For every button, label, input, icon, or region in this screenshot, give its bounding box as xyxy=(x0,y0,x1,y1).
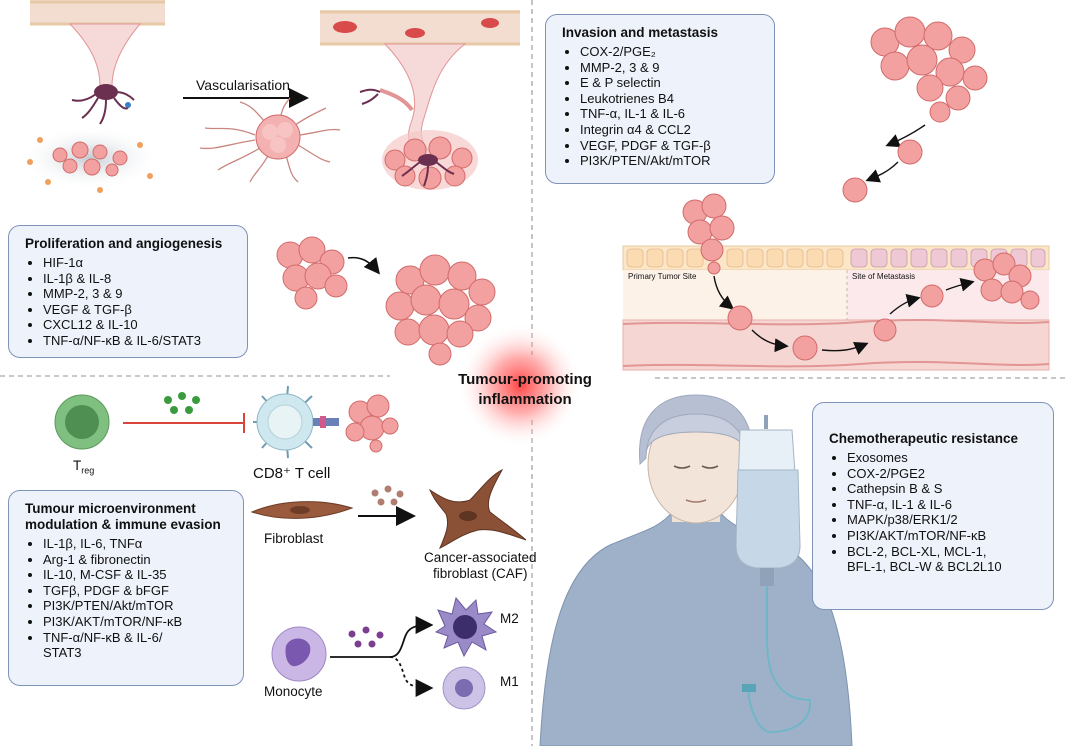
list-item: CXCL12 & IL-10 xyxy=(43,317,233,333)
list-item: PI3K/AKT/mTOR/NF-κB xyxy=(847,528,1039,544)
vessel-right xyxy=(320,10,520,190)
list-item: TNF-α, IL-1 & IL-6 xyxy=(847,497,1039,513)
list-item: VEGF, PDGF & TGF-β xyxy=(580,138,760,154)
list-item: PI3K/PTEN/Akt/mTOR xyxy=(580,153,760,169)
primary-tumour-cells xyxy=(682,193,735,275)
list-item: TNF-α/NF-κB & IL-6/STAT3 xyxy=(43,333,233,349)
proliferation-angiogenesis-list: HIF-1α IL-1β & IL-8 MMP-2, 3 & 9 VEGF & … xyxy=(25,255,233,349)
fibroblast xyxy=(250,501,354,519)
list-item: IL-1β & IL-8 xyxy=(43,271,233,287)
proliferation-angiogenesis-box: Proliferation and angiogenesis HIF-1α IL… xyxy=(8,225,248,358)
treg-label-sub: reg xyxy=(81,465,95,476)
list-item: IL-10, M-CSF & IL-35 xyxy=(43,567,229,583)
list-item: TGFβ, PDGF & bFGF xyxy=(43,583,229,599)
vessel-left xyxy=(30,0,165,125)
vascularisation-label: Vascularisation xyxy=(196,77,290,93)
list-item: Leukotrienes B4 xyxy=(580,91,760,107)
list-item: Arg-1 & fibronectin xyxy=(43,552,229,568)
small-tumour-cluster xyxy=(276,236,348,310)
treg-label: Treg xyxy=(73,458,94,476)
monocyte xyxy=(271,626,327,682)
central-title-line2: inflammation xyxy=(478,391,572,408)
list-item: Exosomes xyxy=(847,450,1039,466)
m2-macrophage xyxy=(434,596,498,658)
list-item: BFL-1, BCL-W & BCL2L10 xyxy=(847,559,1002,575)
primary-tumor-site-label: Primary Tumor Site xyxy=(628,272,697,281)
proliferation-angiogenesis-title: Proliferation and angiogenesis xyxy=(25,236,223,251)
list-item: TNF-α/NF-κB & IL-6/ xyxy=(43,630,229,646)
list-item: BCL-2, BCL-XL, MCL-1, xyxy=(847,544,1039,560)
list-item: HIF-1α xyxy=(43,255,233,271)
list-item: STAT3 xyxy=(43,645,82,661)
list-item: PI3K/PTEN/Akt/mTOR xyxy=(43,598,229,614)
tme-title-line2: modulation & immune evasion xyxy=(25,517,221,532)
site-of-metastasis-label: Site of Metastasis xyxy=(852,272,916,281)
patient-figure xyxy=(539,394,853,746)
cd8-label: CD8⁺ T cell xyxy=(253,465,331,482)
list-item: IL-1β, IL-6, TNFα xyxy=(43,536,229,552)
invasion-metastasis-box: Invasion and metastasis COX-2/PGE₂ MMP-2… xyxy=(545,14,775,184)
list-item: Integrin α4 & CCL2 xyxy=(580,122,760,138)
large-tumour-cluster xyxy=(385,254,496,366)
caf-label-line1: Cancer-associated xyxy=(424,550,537,565)
chemo-resistance-list: Exosomes COX-2/PGE2 Cathepsin B & S TNF-… xyxy=(829,450,1039,575)
metastatic-colony xyxy=(973,252,1040,310)
list-item: PI3K/AKT/mTOR/NF-κB xyxy=(43,614,229,630)
list-item: VEGF & TGF-β xyxy=(43,302,233,318)
list-item: Cathepsin B & S xyxy=(847,481,1039,497)
caf-cell xyxy=(428,468,527,550)
cd8-cell xyxy=(253,385,339,459)
inhibition-line xyxy=(123,413,245,433)
cytokine-dots-purple xyxy=(348,626,384,648)
invasion-metastasis-list: COX-2/PGE₂ MMP-2, 3 & 9 E & P selectin L… xyxy=(562,44,760,169)
list-item: COX-2/PGE2 xyxy=(847,466,1039,482)
list-item: MAPK/p38/ERK1/2 xyxy=(847,512,1039,528)
metastasis-cluster-top xyxy=(870,16,988,123)
target-tumour-cell xyxy=(345,394,399,453)
iv-drip xyxy=(735,415,812,734)
list-item: MMP-2, 3 & 9 xyxy=(580,60,760,76)
treg-label-main: T xyxy=(73,458,82,473)
central-title: Tumour-promoting inflammation xyxy=(440,370,610,410)
inflammation-glow xyxy=(458,323,582,447)
list-item: TNF-α, IL-1 & IL-6 xyxy=(580,106,760,122)
list-item: MMP-2, 3 & 9 xyxy=(43,286,233,302)
invasion-metastasis-title: Invasion and metastasis xyxy=(562,25,719,40)
cytokine-dots-green xyxy=(164,392,200,414)
treg-cell xyxy=(54,394,110,450)
tme-list: IL-1β, IL-6, TNFα Arg-1 & fibronectin IL… xyxy=(25,536,229,661)
hypoxic-tumour-cluster xyxy=(20,126,160,193)
tumour-with-sprouts xyxy=(199,97,341,183)
list-item: E & P selectin xyxy=(580,75,760,91)
fibroblast-label: Fibroblast xyxy=(264,531,324,546)
m2-label: M2 xyxy=(500,611,519,626)
tme-immune-evasion-box: Tumour microenvironment modulation & imm… xyxy=(8,490,244,686)
chemo-resistance-title: Chemotherapeutic resistance xyxy=(829,431,1019,446)
monocyte-label: Monocyte xyxy=(264,684,323,699)
list-item: COX-2/PGE₂ xyxy=(580,44,760,60)
central-title-line1: Tumour-promoting xyxy=(458,371,592,388)
tme-title-line1: Tumour microenvironment xyxy=(25,501,196,516)
m1-macrophage xyxy=(442,666,486,710)
caf-label-line2: fibroblast (CAF) xyxy=(433,566,528,581)
chemo-resistance-box: Chemotherapeutic resistance Exosomes COX… xyxy=(812,402,1054,610)
m1-label: M1 xyxy=(500,674,519,689)
circulating-cells xyxy=(713,275,975,361)
tme-title: Tumour microenvironment modulation & imm… xyxy=(25,501,229,533)
cytokine-dots-brown xyxy=(371,485,404,506)
caf-label: Cancer-associated fibroblast (CAF) xyxy=(424,550,537,582)
polarisation-arrows xyxy=(330,616,434,697)
